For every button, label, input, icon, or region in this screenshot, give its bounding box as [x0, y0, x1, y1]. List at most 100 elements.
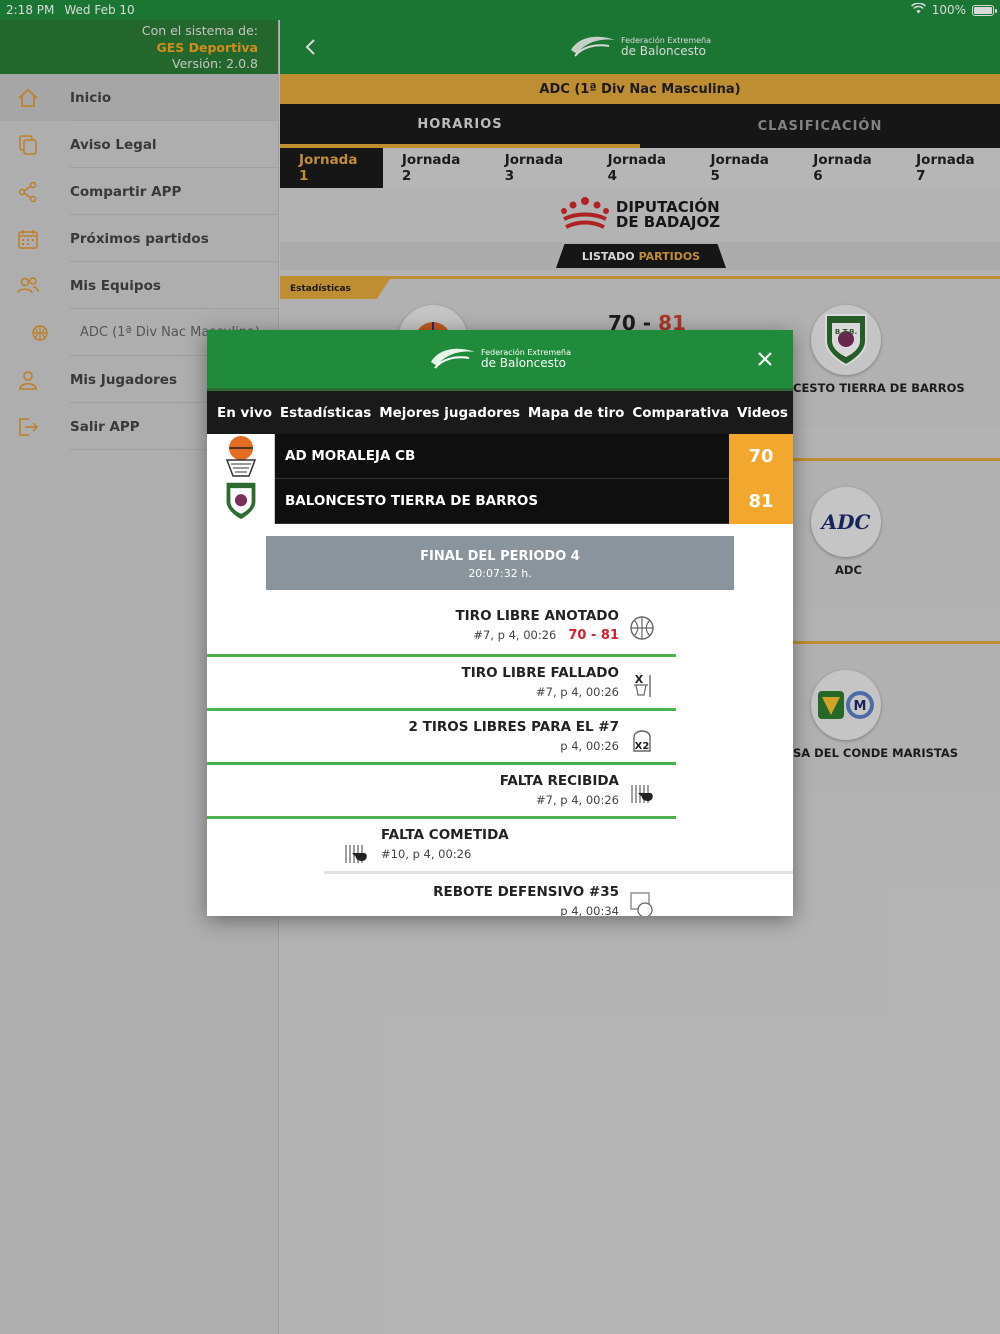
sidebar-header: Con el sistema de: GES Deportiva Versión… — [0, 20, 278, 74]
play-by-play-event: TIRO LIBRE FALLADO #7, p 4, 00:26 X — [207, 665, 676, 711]
home-team-logo — [207, 433, 275, 479]
svg-text:X2: X2 — [635, 741, 650, 752]
away-team-row: BALONCESTO TIERRA DE BARROS 81 — [207, 478, 793, 524]
tab-videos[interactable]: Videos — [737, 404, 788, 421]
sidebar-item-compartir[interactable]: Compartir APP — [0, 168, 278, 215]
close-button[interactable] — [753, 347, 777, 371]
event-title: REBOTE DEFENSIVO #35 — [433, 884, 619, 900]
event-title: FALTA RECIBIDA — [499, 773, 619, 789]
modal-tabs: En vivo Estadísticas Mejores jugadores M… — [207, 388, 793, 434]
top-bar: Federación Extremeña de Baloncesto — [280, 20, 1000, 74]
event-title: TIRO LIBRE FALLADO — [461, 665, 620, 681]
away-team-logo: B.T.B. — [811, 305, 881, 375]
listado-bar: LISTADO PARTIDOS — [280, 242, 1000, 270]
main-tabs: HORARIOS CLASIFICACIÓN — [280, 104, 1000, 148]
away-team-name: SA DEL CONDE MARISTAS — [793, 746, 959, 760]
tab-jornada-1[interactable]: Jornada 1 — [280, 148, 383, 188]
play-by-play-event: FALTA RECIBIDA #7, p 4, 00:26 — [207, 773, 676, 819]
tab-jornada-5[interactable]: Jornada 5 — [710, 152, 769, 184]
sidebar-item-label: Compartir APP — [70, 183, 182, 200]
event-meta: #10, p 4, 00:26 — [381, 847, 472, 861]
tab-comparativa[interactable]: Comparativa — [632, 404, 730, 421]
sidebar-item-aviso-legal[interactable]: Aviso Legal — [0, 121, 278, 168]
status-date: Wed Feb 10 — [64, 3, 135, 17]
sidebar-item-mis-jugadores[interactable]: Mis Jugadores — [0, 356, 278, 403]
tab-jornada-4[interactable]: Jornada 4 — [607, 152, 667, 184]
away-team-name: CESTO TIERRA DE BARROS — [793, 381, 965, 395]
tab-mapa-de-tiro[interactable]: Mapa de tiro — [527, 404, 625, 421]
tab-horarios[interactable]: HORARIOS — [280, 104, 640, 148]
tab-jornada-2[interactable]: Jornada 2 — [401, 152, 461, 184]
chevron-left-icon — [305, 39, 315, 55]
svg-text:X: X — [635, 673, 644, 686]
tab-jornada-7[interactable]: Jornada 7 — [916, 152, 975, 184]
logout-icon — [0, 416, 70, 438]
sidebar-item-mis-equipos[interactable]: Mis Equipos — [0, 262, 278, 309]
sidebar-item-label: Próximos partidos — [70, 230, 209, 247]
adc-logo-icon: ADC — [820, 510, 871, 534]
rebound-icon — [630, 892, 653, 916]
listado-partidos-label: LISTADO PARTIDOS — [556, 244, 726, 268]
status-bar: 2:18 PM Wed Feb 10 100% — [0, 0, 1000, 20]
tab-jornada-6[interactable]: Jornada 6 — [813, 152, 872, 184]
logo-small-text: Federación Extremeña — [620, 36, 712, 45]
event-meta: #7, p 4, 00:26 — [536, 685, 619, 699]
basketball-icon — [630, 616, 654, 640]
missed-shot-icon: X — [634, 673, 651, 697]
diputacion-emblem-icon — [560, 197, 609, 229]
sidebar-item-salir[interactable]: Salir APP — [0, 403, 278, 450]
fexb-logo: Federación Extremeña de Baloncesto — [569, 32, 711, 62]
calendar-icon — [0, 228, 70, 250]
tab-mejores-jugadores[interactable]: Mejores jugadores — [379, 404, 521, 421]
tab-jornada-3[interactable]: Jornada 3 — [504, 152, 564, 184]
maristas-logo-icon: M — [818, 691, 874, 719]
sidebar-item-label: Mis Equipos — [70, 277, 161, 294]
sidebar-item-label: Aviso Legal — [70, 136, 157, 153]
sidebar-item-proximos[interactable]: Próximos partidos — [0, 215, 278, 262]
modal-header: Federación Extremeña de Baloncesto — [207, 330, 793, 388]
svg-text:M: M — [854, 699, 867, 714]
tab-en-vivo[interactable]: En vivo — [217, 404, 273, 421]
home-team-name: AD MORALEJA CB — [285, 448, 416, 464]
logo-big-text: de Baloncesto — [480, 356, 566, 370]
close-icon — [758, 352, 772, 366]
version-label: Versión: 2.0.8 — [172, 56, 258, 71]
home-icon — [0, 87, 70, 109]
jornada-tabs: Jornada 1 Jornada 2 Jornada 3 Jornada 4 … — [280, 148, 1000, 188]
event-meta: #7, p 4, 00:26 — [536, 793, 619, 807]
away-team-logo: M — [811, 670, 881, 740]
period-end-banner: FINAL DEL PERIODO 4 20:07:32 h. — [266, 536, 734, 590]
listado-text-b: PARTIDOS — [638, 249, 701, 263]
adc-logo-text: ADC — [820, 510, 871, 534]
sidebar-item-label: Mis Jugadores — [70, 371, 177, 388]
tab-clasificacion[interactable]: CLASIFICACIÓN — [757, 118, 883, 134]
tab-estadisticas[interactable]: Estadísticas — [279, 404, 372, 421]
back-button[interactable] — [298, 35, 322, 59]
play-by-play-event: 2 TIROS LIBRES PARA EL #7 p 4, 00:26 X2 — [207, 719, 676, 765]
whistle-icon — [631, 785, 653, 803]
whistle-icon — [345, 845, 367, 863]
away-team-name: BALONCESTO TIERRA DE BARROS — [285, 493, 539, 509]
btb-logo-text: B.T.B. — [835, 328, 857, 336]
event-meta: p 4, 00:34 — [560, 904, 619, 916]
sponsor-banner: DIPUTACIÓN DE BADAJOZ — [280, 188, 1000, 242]
play-by-play-event: FALTA COMETIDA #10, p 4, 00:26 — [324, 827, 793, 874]
period-title: FINAL DEL PERIODO 4 — [420, 549, 580, 564]
wifi-icon — [910, 2, 926, 17]
basketball-icon — [0, 324, 70, 342]
battery-icon — [972, 4, 997, 16]
sponsor-line-1: DIPUTACIÓN — [615, 198, 720, 216]
play-by-play-event: REBOTE DEFENSIVO #35 p 4, 00:34 — [207, 884, 676, 916]
listado-text-a: LISTADO — [581, 249, 635, 263]
share-icon — [0, 181, 70, 203]
sidebar-item-inicio[interactable]: Inicio — [0, 74, 278, 121]
btb-shield-icon: B.T.B. — [825, 314, 867, 367]
live-game-modal: Federación Extremeña de Baloncesto En vi… — [207, 330, 793, 916]
btb-shield-icon — [224, 481, 257, 521]
system-name: GES Deportiva — [156, 39, 258, 55]
stats-tag[interactable]: Estadísticas — [280, 279, 390, 299]
event-score: 70 - 81 — [568, 628, 619, 643]
event-meta: #7, p 4, 00:26 — [473, 628, 557, 642]
system-label: Con el sistema de: — [141, 23, 258, 38]
